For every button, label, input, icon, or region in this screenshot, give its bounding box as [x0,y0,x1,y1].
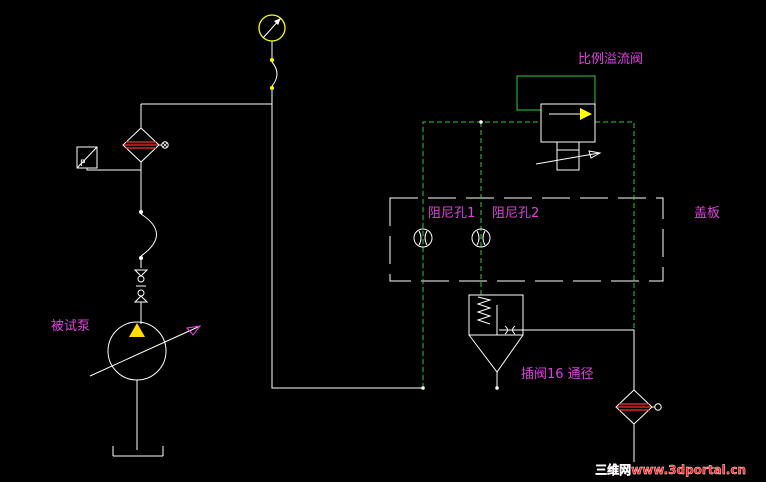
filter-indicator-icon [161,141,169,149]
main-pressure-line [140,88,423,389]
label-orifice-2: 阻尼孔2 [492,206,539,221]
coupling-upper-icon [133,269,149,277]
orifice-1-icon [413,228,433,248]
label-cartridge-valve: 插阀16 通径 [521,367,594,382]
gauge-connector-bottom [270,86,274,90]
pilot-line-right [595,121,635,330]
cartridge-tank-line [523,329,635,390]
pump-direction-icon [129,323,145,337]
filter-body [122,127,160,163]
orifice-2 [471,228,491,248]
coupling-ball-icon [137,275,145,283]
return-filter-right [615,389,662,462]
return-filter-indicator-icon [654,403,662,411]
orifice-1-throat [418,230,428,246]
pressure-filter-left [122,127,169,163]
gauge-hose [271,61,278,87]
cartridge-spring-icon [476,296,492,325]
orifice-2-throat [476,230,486,246]
flexible-hose-left [139,210,157,268]
orifice-1 [413,228,433,248]
cover-plate-outline [389,197,664,282]
cartridge-cone [468,334,524,373]
gauge-needle-tip-icon [274,18,281,25]
pressure-line-top [141,103,423,389]
junction-dots [421,120,499,390]
valve-body [540,103,596,143]
pressure-switch-diagonal [76,146,98,169]
label-orifice-1: 阻尼孔1 [428,206,475,221]
valve-proportional-arrowhead-icon [588,150,602,159]
proportional-relief-valve [516,75,602,171]
junction-dot [495,386,499,390]
coupling-lower-icon [133,295,149,303]
pressure-gauge [258,14,286,90]
filter-indicator-cross [162,142,168,148]
quick-coupling [133,269,149,324]
cartridge-valve [468,294,635,390]
pilot-lines [422,121,635,388]
coupling-ball-icon [137,289,145,297]
label-test-pump: 被试泵 [51,319,90,334]
test-pump [89,321,202,457]
hose-curve [140,213,157,257]
label-cover-plate: 盖板 [694,206,720,221]
valve-flow-arrow-icon [580,108,592,120]
pressure-switch-line [86,168,141,171]
junction-dot [479,120,483,124]
cartridge-valve-body [468,294,524,336]
watermark: 三维网www.3dportal.cn [595,462,746,477]
valve-pilot-feedback [516,75,596,111]
pump-variable-arrowhead-icon [186,325,202,336]
valve-solenoid [556,141,580,171]
pressure-switch: P [76,146,141,171]
gauge-connector-top [270,58,274,62]
pump-variable-arrow [89,326,199,377]
pressure-switch-mark: P [80,159,86,169]
hose-connector-top [139,210,143,214]
hose-connector-bottom [139,256,143,260]
orifice-2-icon [471,228,491,248]
junction-dot [421,386,425,390]
pilot-line-left [422,121,541,388]
valve-proportional-arrow [535,152,600,165]
label-proportional-relief-valve: 比例溢流阀 [578,52,643,67]
